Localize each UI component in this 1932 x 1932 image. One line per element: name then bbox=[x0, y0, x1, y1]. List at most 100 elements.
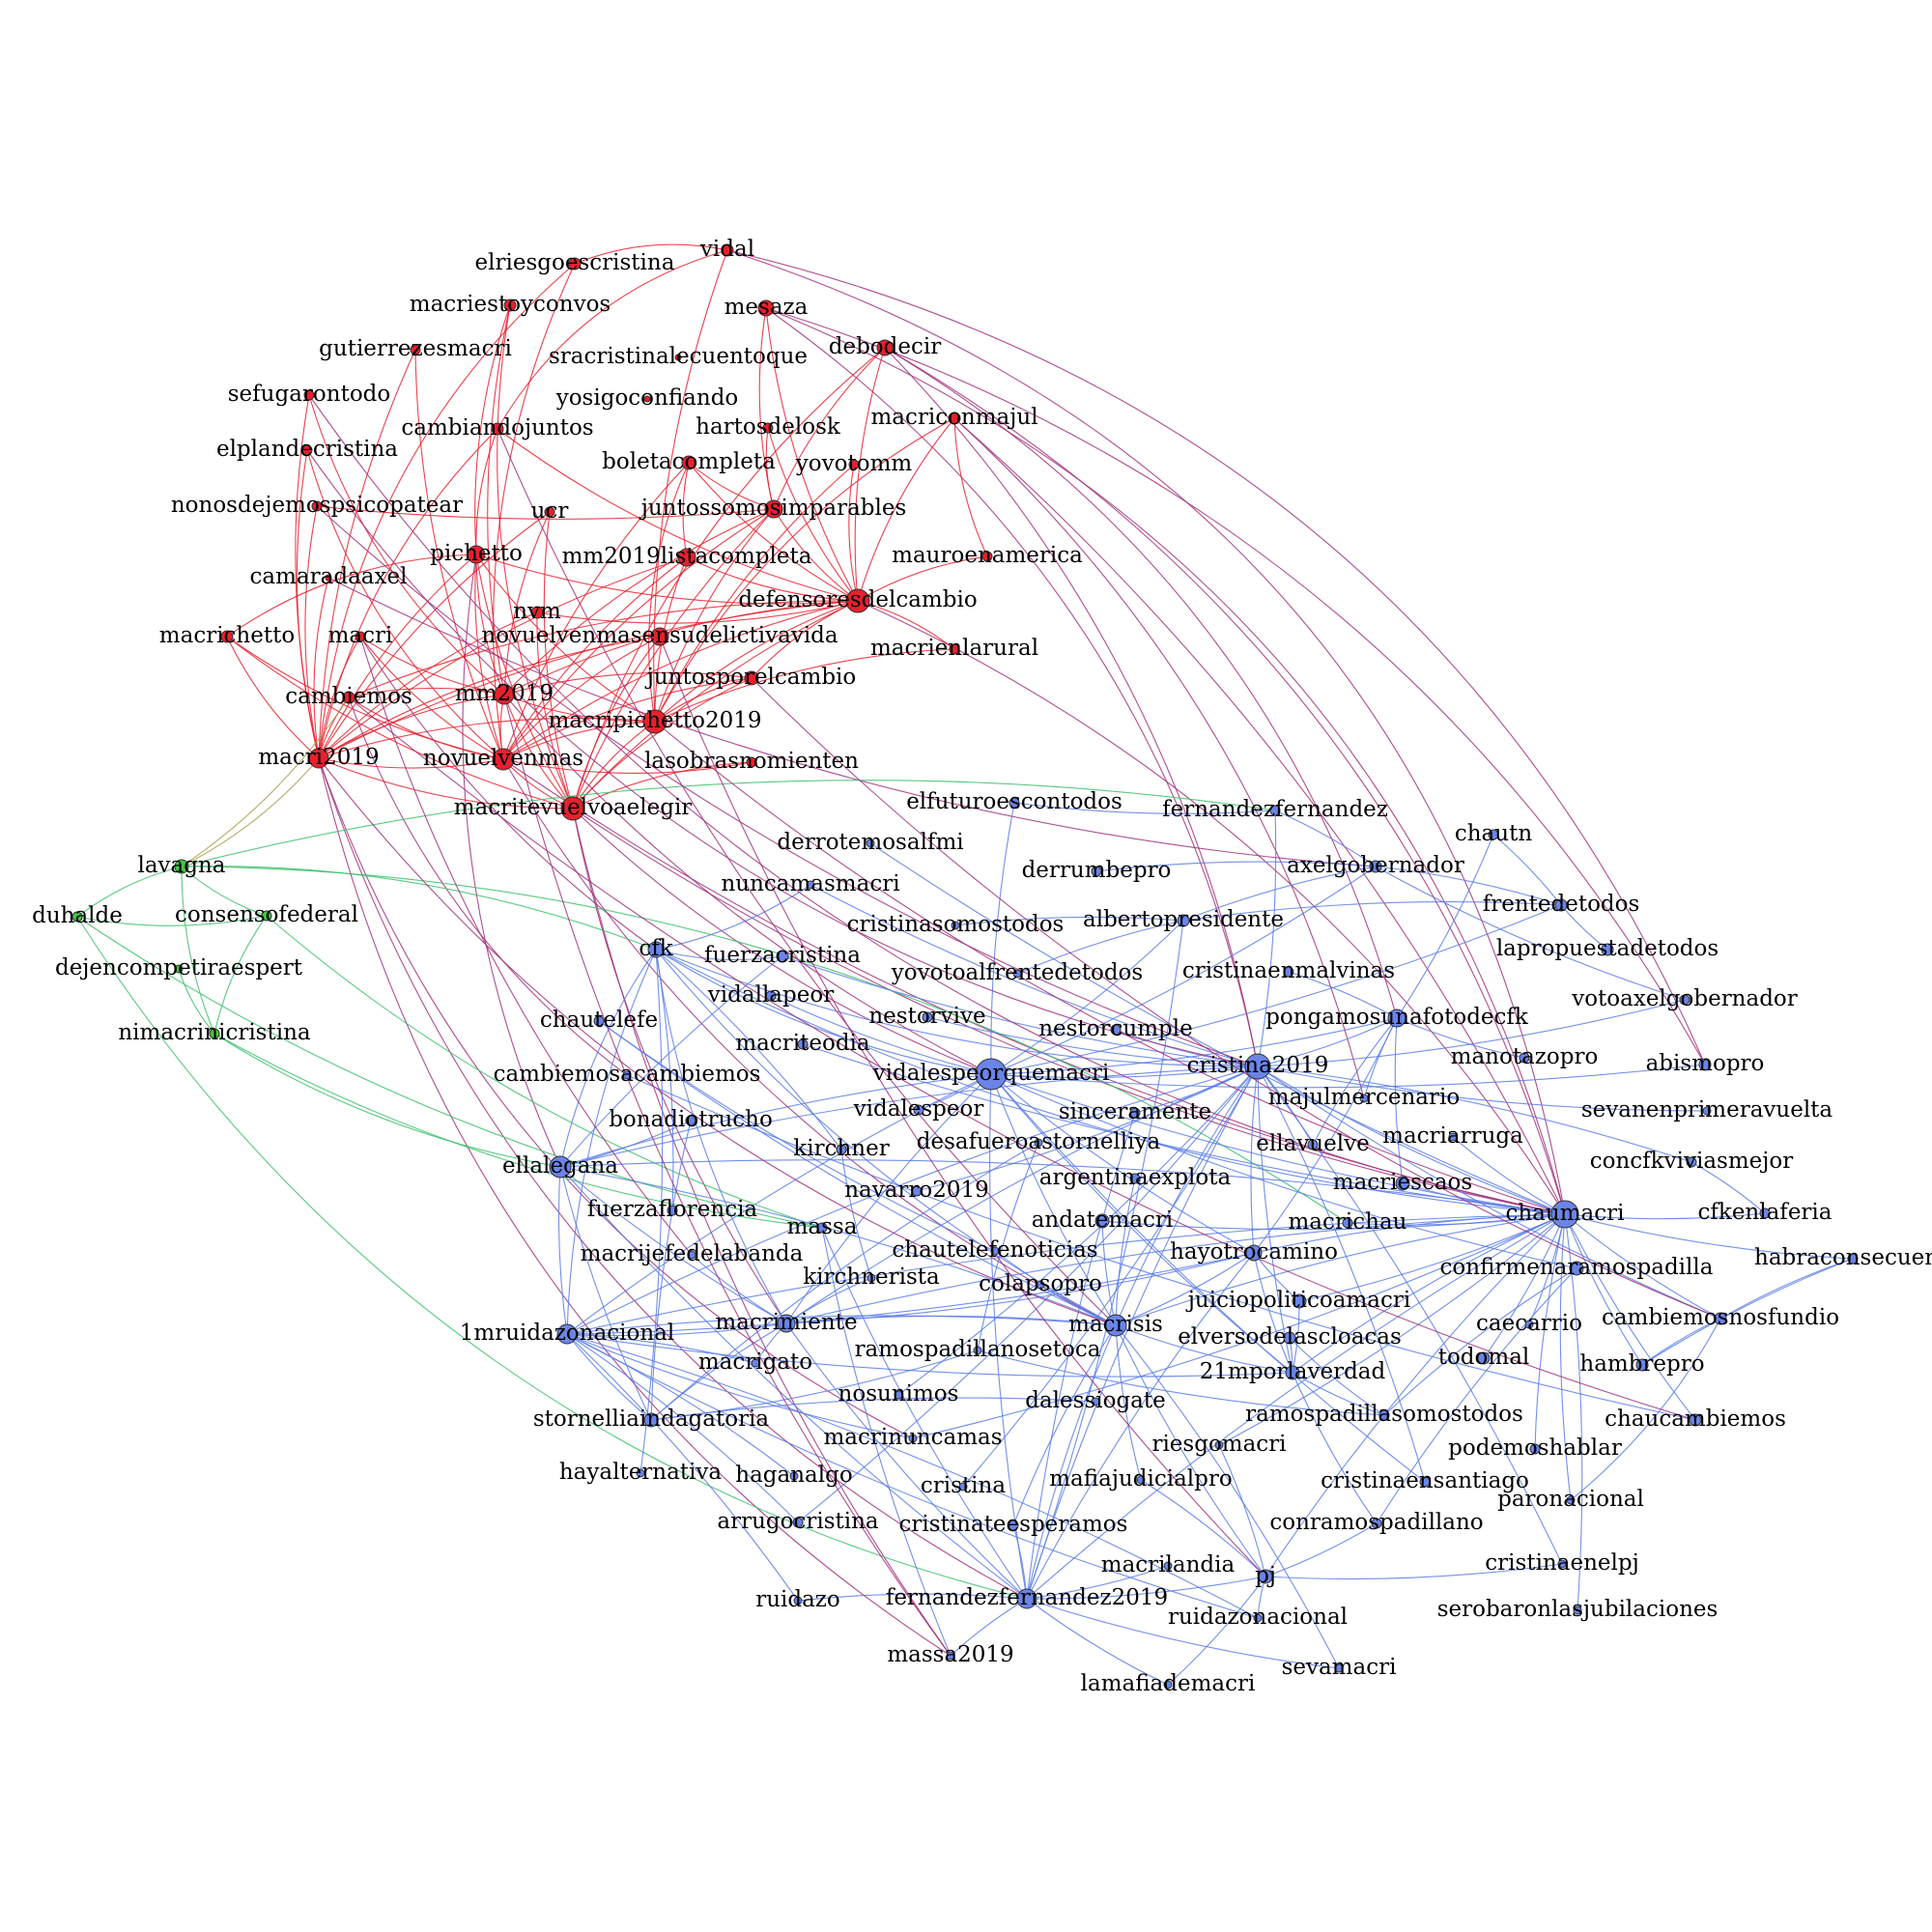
node-elplandecristina[interactable] bbox=[301, 444, 313, 456]
node-chaucambiemos[interactable] bbox=[1689, 1413, 1702, 1427]
node-andatemacri[interactable] bbox=[1094, 1213, 1110, 1229]
node-nvm[interactable] bbox=[530, 606, 544, 619]
node-dejencompetiraespert[interactable] bbox=[174, 964, 184, 974]
node-cfkenlaferia[interactable] bbox=[1759, 1208, 1771, 1219]
node-macrimiente[interactable] bbox=[777, 1314, 796, 1333]
node-consensofederal[interactable] bbox=[261, 910, 272, 922]
node-nestorvive[interactable] bbox=[922, 1011, 933, 1023]
node-manotazopro[interactable] bbox=[1519, 1052, 1530, 1064]
node-macrichau[interactable] bbox=[1342, 1217, 1353, 1229]
node-ruidazo[interactable] bbox=[793, 1596, 803, 1605]
node-kirchnerista[interactable] bbox=[867, 1273, 876, 1283]
node-massa[interactable] bbox=[816, 1222, 828, 1234]
node-macriarruga[interactable] bbox=[1448, 1132, 1458, 1142]
node-mm2019[interactable] bbox=[494, 684, 515, 705]
node-chaumacri[interactable] bbox=[1550, 1200, 1579, 1229]
node-stornelliaindagatoria[interactable] bbox=[643, 1412, 659, 1428]
node-pongamosunafotodecfk[interactable] bbox=[1387, 1009, 1406, 1028]
node-chautn[interactable] bbox=[1488, 829, 1499, 840]
node-vidal[interactable] bbox=[721, 243, 734, 257]
node-frentedetodos[interactable] bbox=[1554, 898, 1568, 912]
node-nimacrinicristina[interactable] bbox=[209, 1028, 220, 1039]
node-navarro2019[interactable] bbox=[911, 1185, 923, 1197]
node-elriesgoescristina[interactable] bbox=[568, 257, 582, 270]
node-sevamacri[interactable] bbox=[1334, 1663, 1344, 1673]
node-votoaxelgobernador[interactable] bbox=[1679, 994, 1690, 1006]
node-chautelefe[interactable] bbox=[593, 1015, 605, 1027]
node-lavagna[interactable] bbox=[174, 859, 189, 874]
node-pj[interactable] bbox=[1258, 1569, 1273, 1584]
node-cristina2019[interactable] bbox=[1244, 1053, 1271, 1080]
node-podemoshablar[interactable] bbox=[1529, 1443, 1541, 1455]
node-macritevuelvoaelegir[interactable] bbox=[560, 796, 585, 821]
node-juntossomosimparables[interactable] bbox=[764, 499, 783, 519]
node-caecarrio[interactable] bbox=[1524, 1320, 1534, 1329]
node-vidalespeorquemacri[interactable] bbox=[975, 1058, 1008, 1091]
node-1mruidazonacional[interactable] bbox=[556, 1323, 578, 1345]
node-mm2019listacompleta[interactable] bbox=[677, 548, 696, 567]
node-cristinaenelpj[interactable] bbox=[1557, 1559, 1567, 1569]
node-sefugarontodo[interactable] bbox=[303, 389, 315, 401]
node-derrotemosalfmi[interactable] bbox=[866, 838, 875, 848]
node-camaradaaxel[interactable] bbox=[325, 574, 332, 582]
node-sracristinalecuentoque[interactable] bbox=[674, 354, 682, 361]
node-yosigoconfiando[interactable] bbox=[643, 395, 651, 403]
node-kirchner[interactable] bbox=[836, 1144, 847, 1155]
node-hayotrocamino[interactable] bbox=[1245, 1244, 1263, 1262]
node-majulmercenario[interactable] bbox=[1359, 1094, 1369, 1103]
node-fernandezfernandez2019[interactable] bbox=[1016, 1588, 1037, 1609]
node-conramospadillano[interactable] bbox=[1371, 1518, 1382, 1529]
node-habraconsecuencias[interactable] bbox=[1847, 1253, 1859, 1264]
node-ellalegana[interactable] bbox=[549, 1155, 572, 1179]
node-confirmenaramospadilla[interactable] bbox=[1569, 1261, 1584, 1276]
node-ramospadillasomostodos[interactable] bbox=[1378, 1409, 1390, 1421]
node-abismopro[interactable] bbox=[1698, 1058, 1712, 1071]
node-axelgobernador[interactable] bbox=[1369, 860, 1382, 873]
node-macripichetto2019[interactable] bbox=[642, 709, 668, 734]
node-serobaronlasjubilaciones[interactable] bbox=[1573, 1605, 1582, 1615]
node-cristinaenmalvinas[interactable] bbox=[1283, 966, 1294, 978]
node-macrienlarural[interactable] bbox=[949, 643, 960, 655]
node-lasobrasnomienten[interactable] bbox=[746, 756, 757, 768]
node-cambiemos[interactable] bbox=[342, 691, 355, 704]
node-macriconmajul[interactable] bbox=[948, 412, 961, 425]
node-sinceramente[interactable] bbox=[1129, 1107, 1141, 1119]
node-mauroenamerica[interactable] bbox=[981, 551, 993, 562]
node-mesaza[interactable] bbox=[757, 299, 775, 317]
node-fuerzaflorencia[interactable] bbox=[667, 1205, 678, 1216]
node-concfkviviasmejor[interactable] bbox=[1686, 1156, 1697, 1168]
node-fuerzacristina[interactable] bbox=[776, 950, 789, 963]
node-nosunimos[interactable] bbox=[894, 1390, 903, 1400]
node-nuncamasmacri[interactable] bbox=[806, 880, 815, 890]
node-vidalespeor[interactable] bbox=[913, 1104, 924, 1116]
node-ramospadillanosetoca[interactable] bbox=[973, 1346, 982, 1355]
node-massa2019[interactable] bbox=[946, 1651, 955, 1661]
node-cristinateesperamos[interactable] bbox=[1008, 1520, 1019, 1531]
node-macri2019[interactable] bbox=[308, 748, 329, 769]
node-cristina[interactable] bbox=[958, 1482, 968, 1492]
node-macri[interactable] bbox=[355, 631, 366, 642]
node-macrilandia[interactable] bbox=[1163, 1561, 1173, 1571]
node-macrichetto[interactable] bbox=[220, 630, 234, 643]
node-ellavuelve[interactable] bbox=[1307, 1139, 1319, 1151]
node-arrugocristina[interactable] bbox=[792, 1517, 804, 1528]
node-defensoresdelcambio[interactable] bbox=[845, 588, 870, 613]
node-cristinaensantiago[interactable] bbox=[1419, 1476, 1431, 1488]
node-ruidazonacional[interactable] bbox=[1253, 1613, 1263, 1623]
node-cfk[interactable] bbox=[647, 941, 665, 958]
node-colapsopro[interactable] bbox=[1036, 1280, 1045, 1290]
node-cambiemosnosfundio[interactable] bbox=[1714, 1312, 1727, 1325]
node-fernandezfernandez[interactable] bbox=[1269, 805, 1281, 816]
node-yovotomm[interactable] bbox=[848, 459, 860, 470]
node-macrisis[interactable] bbox=[1104, 1314, 1127, 1337]
node-cambiemosacambiemos[interactable] bbox=[622, 1070, 632, 1080]
node-lamafiademacri[interactable] bbox=[1163, 1680, 1173, 1690]
node-juiciopoliticoamacri[interactable] bbox=[1292, 1293, 1307, 1309]
node-macrinuncamas[interactable] bbox=[908, 1434, 918, 1443]
node-debodecir[interactable] bbox=[876, 339, 894, 356]
node-yovotoalfrentedetodos[interactable] bbox=[1012, 969, 1022, 979]
node-hartosdelosk[interactable] bbox=[762, 422, 774, 434]
node-macrijefedelabanda[interactable] bbox=[687, 1250, 696, 1260]
node-cristinasomostodos[interactable] bbox=[951, 921, 960, 930]
node-desafueroastornelliya[interactable] bbox=[1034, 1138, 1043, 1148]
